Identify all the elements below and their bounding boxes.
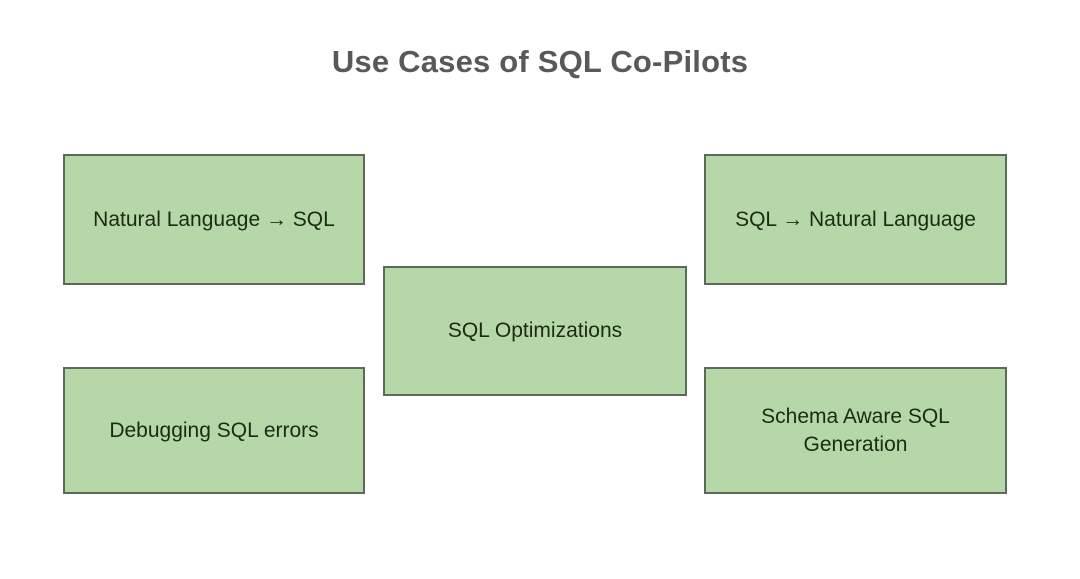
diagram-title: Use Cases of SQL Co-Pilots bbox=[331, 44, 749, 79]
box-label: Debugging SQL errors bbox=[109, 418, 319, 442]
box-sql-to-natural-language: SQL → Natural Language bbox=[704, 154, 1007, 285]
box-debugging-sql-errors: Debugging SQL errors bbox=[63, 367, 365, 494]
box-schema-aware-sql-generation: Schema Aware SQL Generation bbox=[704, 367, 1007, 494]
box-label: SQL → Natural Language bbox=[735, 207, 976, 231]
box-natural-language-to-sql: Natural Language → SQL bbox=[63, 154, 365, 285]
box-label: Schema Aware SQL Generation bbox=[761, 405, 950, 456]
box-label: Natural Language → SQL bbox=[93, 207, 335, 231]
box-label: SQL Optimizations bbox=[447, 319, 623, 343]
box-sql-optimizations: SQL Optimizations bbox=[383, 266, 687, 396]
